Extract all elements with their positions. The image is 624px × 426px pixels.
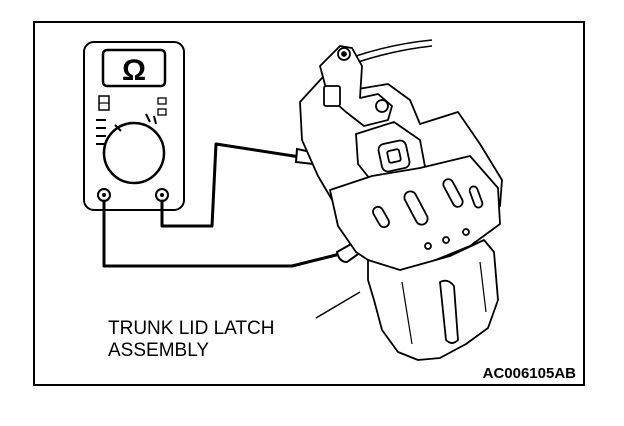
- component-label-line-1: TRUNK LID LATCH: [108, 318, 274, 339]
- label-leader-line: [315, 291, 361, 319]
- lower-test-lead: [102, 199, 342, 268]
- meter-indicator-top: [157, 97, 167, 105]
- release-cable: [355, 39, 433, 57]
- multimeter-display: [101, 48, 167, 88]
- multimeter: Ω: [83, 41, 185, 211]
- component-label: TRUNK LID LATCH ASSEMBLY: [108, 318, 280, 361]
- ohm-symbol: Ω: [122, 54, 146, 87]
- figure-frame: [33, 21, 585, 386]
- upper-test-lead: [160, 142, 302, 228]
- figure-code: AC006105AB: [483, 365, 577, 382]
- test-leads: [102, 142, 342, 268]
- component-label-line-2: ASSEMBLY: [108, 340, 209, 361]
- selector-dial: [102, 121, 166, 185]
- trunk-lid-latch-assembly: [299, 39, 503, 361]
- latch-hook: [367, 239, 499, 361]
- meter-indicator-bottom: [157, 108, 167, 116]
